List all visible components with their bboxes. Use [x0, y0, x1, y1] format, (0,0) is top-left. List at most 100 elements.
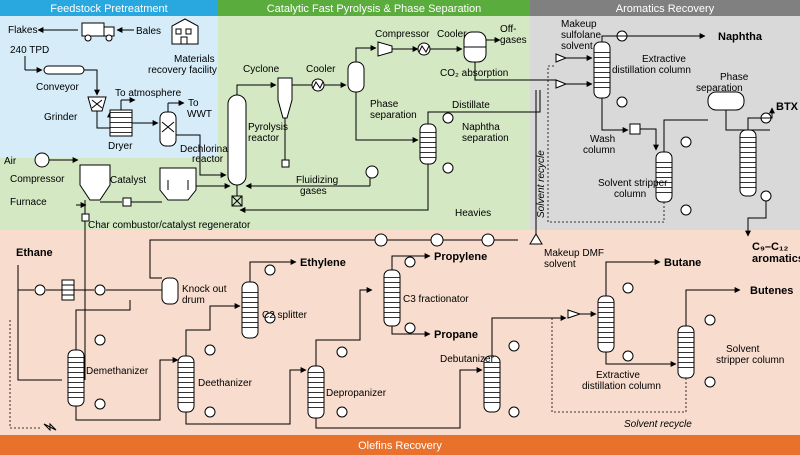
- olefins-section: Olefins Recovery: [0, 230, 800, 455]
- tpd-label: 240 TPD: [10, 45, 49, 56]
- pyrolysis-reactor-icon: [227, 94, 247, 186]
- air-compressor-icon: [34, 152, 50, 168]
- propane-label: Propane: [434, 329, 478, 341]
- pyrolysis-section: Catalytic Fast Pyrolysis & Phase Separat…: [0, 0, 530, 230]
- makeup-sulfolane-label-2: sulfolane: [561, 30, 601, 41]
- makeup-dmf-label-2: solvent: [544, 259, 576, 270]
- flakes-label: Flakes: [8, 25, 37, 36]
- phase-sep-label-2: separation: [370, 110, 417, 121]
- cyclone-icon: [277, 77, 293, 119]
- catalyst-label: Catalyst: [110, 175, 146, 186]
- bales-label: Bales: [136, 26, 161, 37]
- offgases-label-2: gases: [500, 35, 527, 46]
- makeup-dmf-label-1: Makeup DMF: [544, 248, 604, 259]
- arom-stripper-label-2: column: [614, 189, 646, 200]
- feedstock-equipment: Flakes 240 TPD Bales Materials recovery …: [8, 18, 244, 178]
- feedstock-header: [0, 0, 218, 16]
- naphtha-sep-label-1: Naphtha: [462, 122, 500, 133]
- knockout-label-2: drum: [182, 295, 205, 306]
- wash-column-label-1: Wash: [590, 134, 615, 145]
- compressor2-icon: [377, 41, 393, 57]
- olefins-bg: [0, 230, 800, 435]
- olef-stripper-label-2: stripper column: [716, 355, 784, 366]
- arom-extractive-label-1: Extractive: [642, 54, 686, 65]
- dechlorination-label-1: Dechlorination: [180, 144, 244, 155]
- arom-extractive-label-2: distillation column: [612, 65, 691, 76]
- olef-extractive-label-2: distillation column: [582, 381, 661, 392]
- deethanizer-label: Deethanizer: [198, 378, 253, 389]
- fluidizing-label-1: Fluidizing: [296, 175, 338, 186]
- dechlorination-reactor-icon: [159, 111, 177, 147]
- olef-solvent-recycle-label: Solvent recycle: [624, 419, 692, 430]
- to-wwt-label-1: To: [188, 98, 199, 109]
- makeup-sulfolane-label-1: Makeup: [561, 19, 597, 30]
- olef-extractive-label-1: Extractive: [596, 370, 640, 381]
- aromatics-label: aromatics: [752, 253, 800, 265]
- mixer-icon: [231, 195, 243, 207]
- ethane-label: Ethane: [16, 247, 53, 259]
- olefin-valve-icon: [43, 422, 57, 432]
- olefin-feed-valve-icon: [529, 233, 543, 245]
- propylene-label: Propylene: [434, 251, 487, 263]
- heavies-label: Heavies: [455, 208, 491, 219]
- aromatics-title: Aromatics Recovery: [616, 3, 715, 15]
- arom-solvent-recycle-label: Solvent recycle: [536, 150, 547, 218]
- heavies-pump-icon: [365, 165, 379, 179]
- naphtha-sep-label-2: separation: [462, 133, 509, 144]
- mrf-label-2: recovery facility: [148, 65, 217, 76]
- pyrolysis-title: Catalytic Fast Pyrolysis & Phase Separat…: [267, 3, 482, 15]
- wash-column-icon: [629, 123, 641, 135]
- grinder-label: Grinder: [44, 112, 78, 123]
- demethanizer-label: Demethanizer: [86, 366, 149, 377]
- offgases-label-1: Off-: [500, 24, 516, 35]
- olefin-compressor-3-icon: [374, 233, 388, 247]
- char-combustor-icon: [159, 167, 197, 201]
- furnace-icon: [79, 164, 111, 201]
- fluidizing-label-2: gases: [300, 186, 327, 197]
- distillate-label: Distillate: [452, 100, 490, 111]
- conveyor-label: Conveyor: [36, 82, 79, 93]
- c3-fractionator-label: C3 fractionator: [403, 294, 469, 305]
- dechlorination-label-2: reactor: [192, 154, 224, 165]
- butenes-label: Butenes: [750, 285, 793, 297]
- mrf-building-icon: [171, 18, 199, 45]
- c9c12-label: C₉–C₁₂: [752, 241, 789, 253]
- ethylene-label: Ethylene: [300, 257, 346, 269]
- phase-sep-label-1: Phase: [370, 99, 399, 110]
- olefins-equipment: Knock out drum Ethane Demethanizer Deeth…: [9, 90, 793, 432]
- to-wwt-label-2: WWT: [187, 109, 212, 120]
- compressor2-label: Compressor: [375, 29, 430, 40]
- olefin-compressor-2-icon: [430, 233, 444, 247]
- cooler1-label: Cooler: [306, 64, 336, 75]
- pyrolysis-header: [218, 0, 530, 16]
- arom-phase-separator-icon: [707, 91, 745, 111]
- pyrolysis-equipment: Air Compressor Furnace Catalyst Char com…: [4, 24, 541, 380]
- furnace-label: Furnace: [10, 197, 47, 208]
- arom-solvent-recycle-line: [547, 65, 665, 223]
- olefin-compressor-1-icon: [481, 233, 495, 247]
- to-atmosphere-label: To atmosphere: [115, 88, 182, 99]
- pyrolysis-reactor-label-2: reactor: [248, 133, 280, 144]
- truck-icon: [81, 22, 115, 42]
- olefins-header: [0, 435, 800, 455]
- arom-phase-sep-label-2: separation: [696, 83, 743, 94]
- arom-phase-sep-label-1: Phase: [720, 72, 749, 83]
- olef-solvent-recycle-line: [551, 318, 687, 413]
- char-combustor-label: Char combustor/catalyst regenerator: [88, 220, 251, 231]
- wash-column-label-2: column: [583, 145, 615, 156]
- knockout-drum-icon: [161, 277, 179, 305]
- cyclone-label: Cyclone: [243, 64, 280, 75]
- phase-separator-icon: [347, 61, 365, 93]
- aromatics-equipment: Makeup sulfolane solvent Naphtha Extract…: [536, 19, 800, 265]
- pyrolysis-reactor-label-1: Pyrolysis: [248, 122, 288, 133]
- btx-label: BTX: [776, 101, 799, 113]
- dmf-mixer-icon: [567, 309, 582, 319]
- mrf-label-1: Materials: [174, 54, 215, 65]
- sulfolane-mixer-icon: [555, 53, 568, 63]
- naphtha-mixer-icon: [555, 79, 568, 89]
- c2-splitter-label: C2 splitter: [262, 310, 308, 321]
- depropanizer-label: Depropanizer: [326, 388, 387, 399]
- knockout-label-1: Knock out: [182, 284, 227, 295]
- makeup-sulfolane-label-3: solvent: [561, 41, 593, 52]
